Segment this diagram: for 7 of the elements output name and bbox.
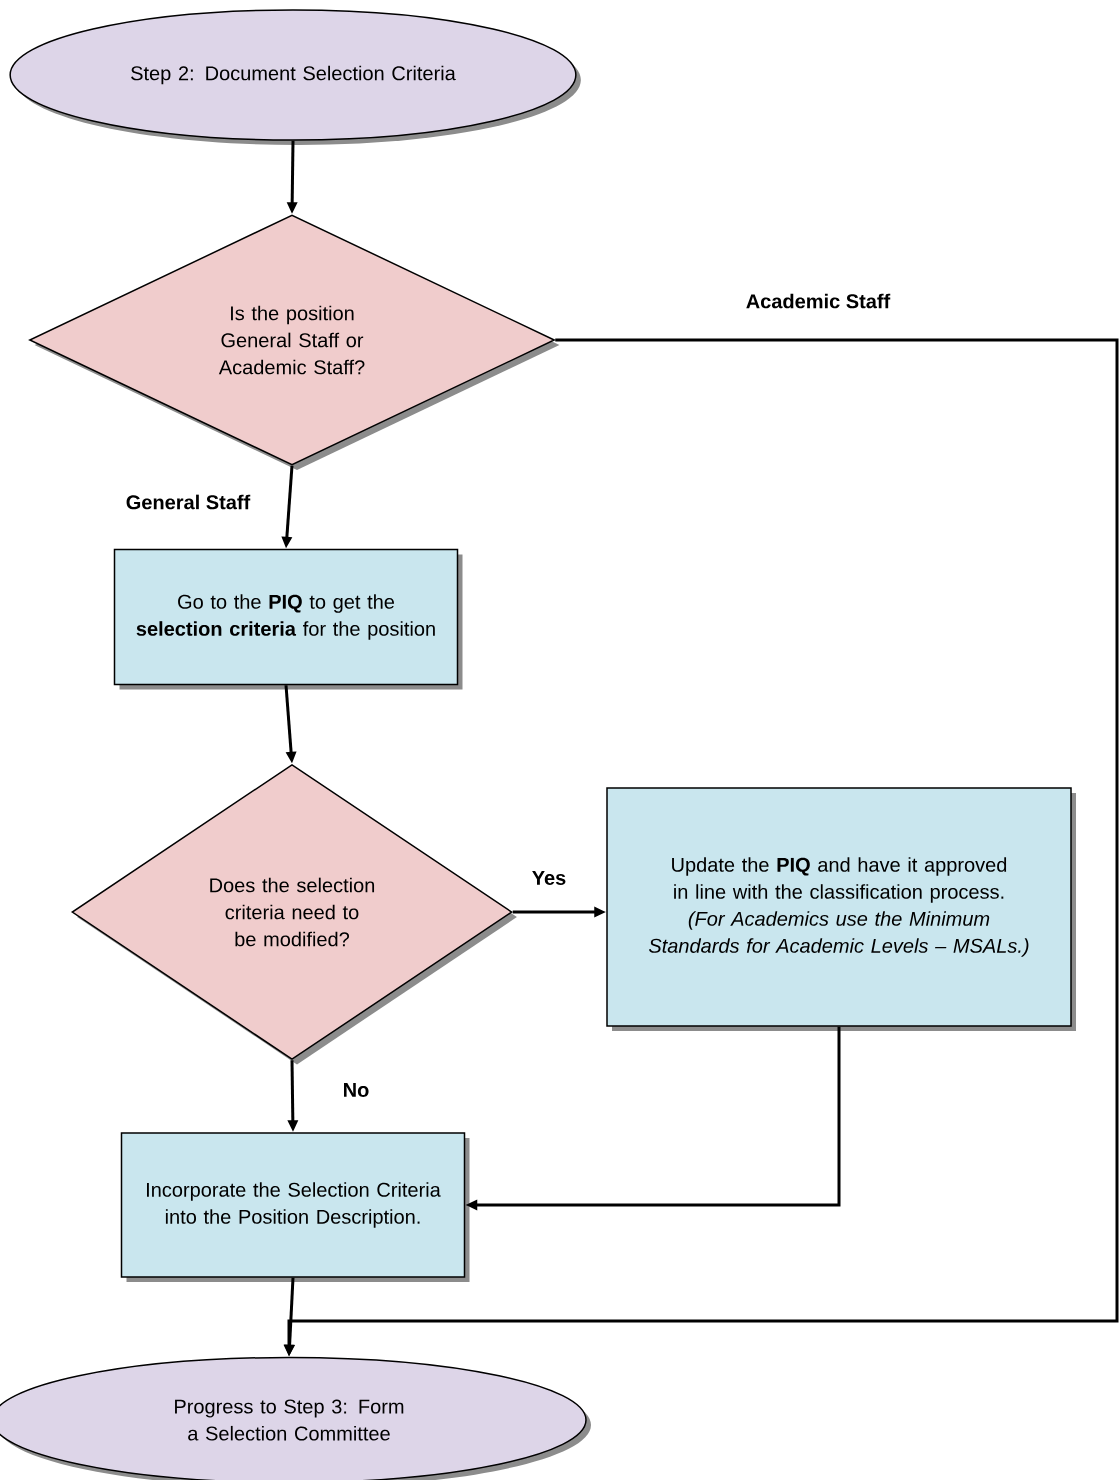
edge-label: Academic Staff: [743, 291, 893, 311]
edge-label: No: [340, 1081, 372, 1099]
process-box: Update the PIQ and have it approved in line with the classification process. (For Academics use the Minimum Standards for Academic Levels – MSALs.): [606, 787, 1076, 1031]
process-box: Incorporate the Selection Criteria into the Position Description.: [120, 1132, 470, 1282]
process-box: Go to the PIQ to get the selection criteria for the position: [113, 548, 463, 690]
edge-label: General Staff: [123, 492, 253, 512]
edge-label: Yes: [529, 869, 569, 887]
